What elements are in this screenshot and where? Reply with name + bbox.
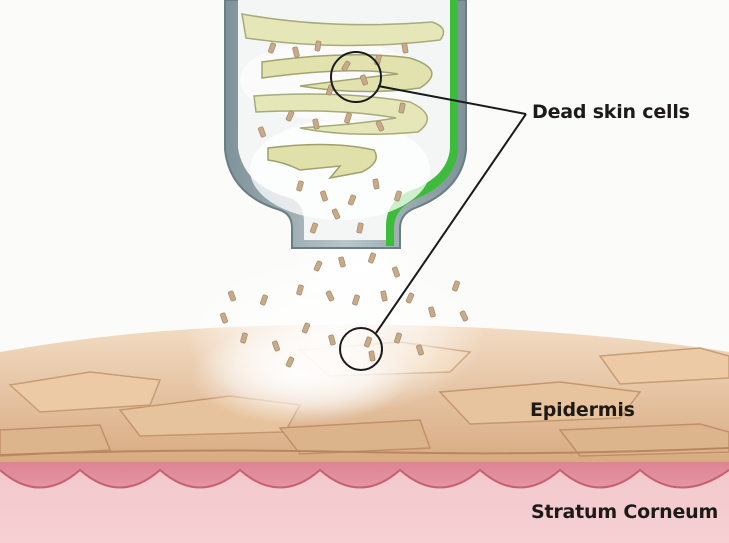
stratum-corneum-layer xyxy=(0,455,729,543)
label-dead-skin-cells: Dead skin cells xyxy=(532,101,690,123)
label-epidermis: Epidermis xyxy=(530,399,635,421)
label-stratum-corneum: Stratum Corneum xyxy=(531,501,718,523)
